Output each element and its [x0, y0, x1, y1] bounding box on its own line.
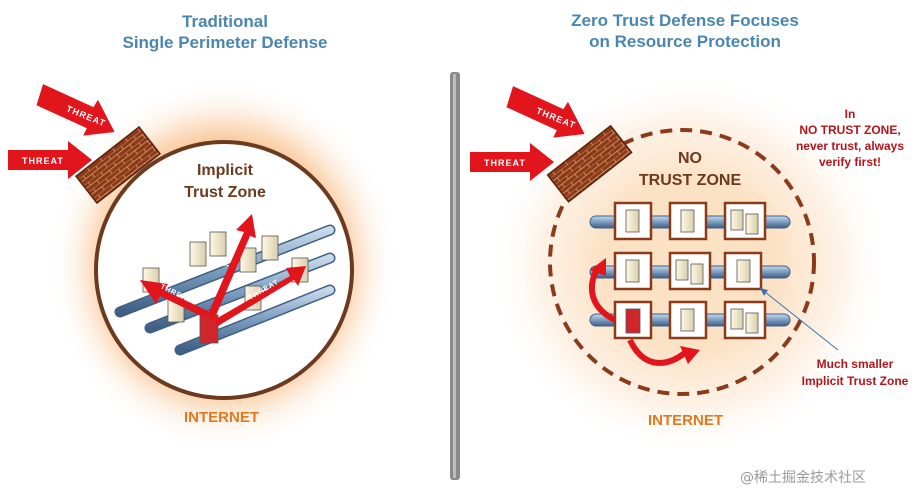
zero-trust-callout: In NO TRUST ZONE, never trust, always ve…: [780, 106, 918, 170]
server-icon: [690, 263, 704, 285]
left-threat-arrow-top: [36, 84, 115, 136]
panel-divider-highlight: [453, 74, 456, 478]
left-title-line1: Traditional: [182, 12, 268, 31]
left-threat-arrow-bottom: [8, 141, 92, 179]
callout-pointer-line: [759, 287, 839, 351]
left-lateral-threat-arrows: [140, 214, 306, 326]
no-trust-line2: TRUST ZONE: [638, 172, 742, 189]
right-panel-graphics: [470, 75, 890, 455]
watermark: @稀土掘金技术社区: [740, 470, 866, 486]
left-panel-title: Traditional Single Perimeter Defense: [60, 11, 390, 53]
server-icon: [680, 308, 695, 332]
server-icon: [736, 259, 751, 283]
callout-pointer-head: [760, 288, 768, 296]
compromised-server-icon: [199, 314, 219, 344]
server-icon: [209, 231, 227, 257]
callout-top-line3: never trust, always: [795, 139, 905, 153]
no-trust-zone-label: NO TRUST ZONE: [615, 148, 765, 192]
right-threat-arrow-top: [506, 86, 585, 138]
threat-label-right-bottom: THREAT: [484, 158, 526, 168]
server-icon: [730, 209, 744, 231]
right-brick-wall-icon: [546, 124, 633, 203]
server-icon: [745, 312, 759, 334]
right-title-line2: on Resource Protection: [589, 32, 781, 51]
right-threat-arrow-bottom: [470, 143, 554, 181]
right-no-trust-boundary: [548, 128, 816, 396]
callout-bottom-line1: Much smaller: [816, 357, 894, 371]
implicit-line2: Trust Zone: [184, 184, 266, 201]
right-blocked-threat-arrowheads: [590, 258, 700, 364]
no-trust-line1: NO: [678, 150, 702, 167]
right-title-line1: Zero Trust Defense Focuses: [571, 11, 799, 30]
compromised-server-icon: [625, 308, 641, 334]
server-icon: [680, 209, 695, 233]
threat-label-left-bottom: THREAT: [22, 156, 64, 166]
callout-bottom-line2: Implicit Trust Zone: [801, 374, 909, 388]
server-icon: [189, 241, 207, 267]
left-panel-graphics: [8, 80, 399, 450]
server-icon: [261, 235, 279, 261]
implicit-line1: Implicit: [196, 162, 253, 179]
server-icon: [625, 209, 640, 233]
server-icon: [675, 259, 689, 281]
right-servers: [625, 209, 759, 334]
server-icon: [730, 308, 744, 330]
callout-top-line1: In: [844, 107, 856, 121]
server-icon: [239, 247, 257, 273]
smaller-trust-zone-callout: Much smaller Implicit Trust Zone: [790, 356, 918, 390]
left-title-line2: Single Perimeter Defense: [122, 33, 328, 52]
internet-label-left: INTERNET: [184, 409, 259, 426]
implicit-trust-zone-label: Implicit Trust Zone: [160, 160, 290, 204]
right-panel-title: Zero Trust Defense Focuses on Resource P…: [500, 10, 870, 52]
server-icon: [625, 259, 640, 283]
callout-top-line4: verify first!: [818, 155, 882, 169]
left-brick-wall-icon: [74, 125, 162, 205]
internet-label-right: INTERNET: [648, 412, 723, 429]
server-icon: [745, 213, 759, 235]
callout-top-line2: NO TRUST ZONE,: [799, 123, 901, 137]
